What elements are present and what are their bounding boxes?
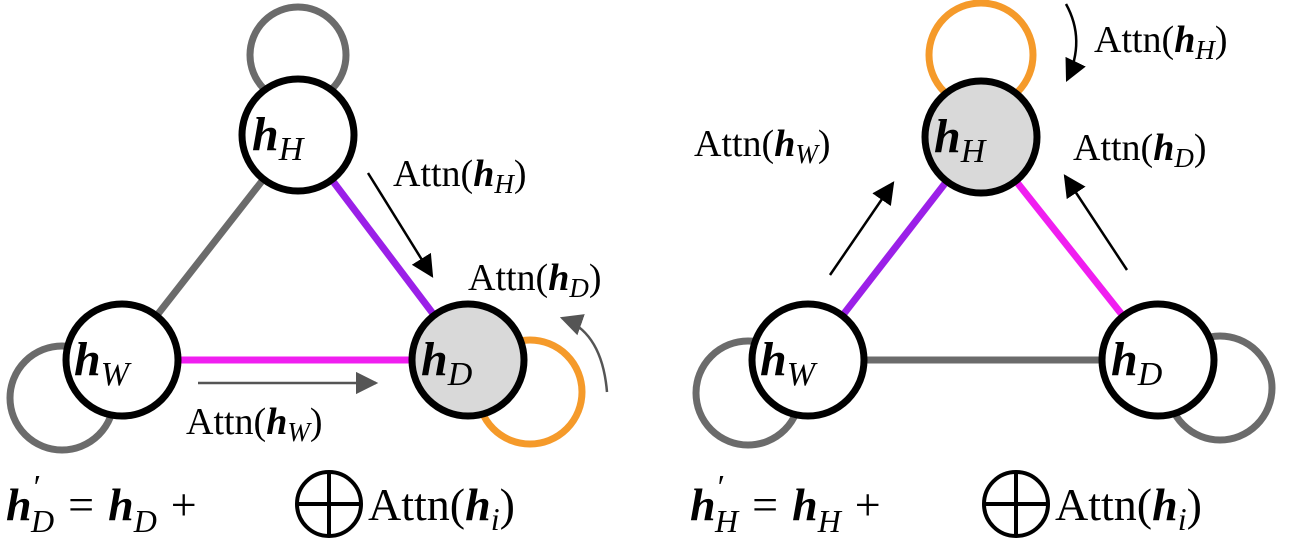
svg-text:hH: hH — [252, 108, 306, 168]
left-label-attn-w: Attn(hW) — [186, 401, 323, 447]
left-label-attn-d: Attn(hD) — [468, 257, 602, 303]
svg-text:hW: hW — [74, 333, 132, 393]
left-node-h: hH — [238, 75, 358, 195]
svg-text:hD: hD — [1111, 333, 1163, 393]
left-oplus-icon — [295, 470, 363, 538]
left-node-w: hW — [62, 300, 182, 420]
left-equation: h′D=hD+ Attn(hi) — [6, 469, 515, 539]
svg-text:Attn(hi): Attn(hi) — [368, 479, 515, 537]
right-arrow-attn-w — [828, 181, 895, 276]
right-node-h-highlighted: hH — [921, 77, 1041, 197]
right-label-attn-d: Attn(hD) — [1073, 127, 1207, 173]
svg-text:h′H=hH+: h′H=hH+ — [690, 469, 881, 539]
svg-text:h′D=hD+: h′D=hD+ — [6, 469, 197, 539]
svg-text:Attn(hi): Attn(hi) — [1055, 479, 1202, 537]
right-node-d: hD — [1098, 300, 1218, 420]
left-diagram: hH hW hD Attn(hH) Attn(hD) Attn(hW) h′D=… — [6, 3, 609, 539]
svg-text:hH: hH — [934, 110, 988, 170]
right-arrow-attn-h — [1064, 3, 1086, 83]
svg-text:hD: hD — [421, 333, 473, 393]
right-equation: h′H=hH+ Attn(hi) — [690, 469, 1202, 539]
right-node-w: hW — [748, 300, 868, 420]
svg-text:hW: hW — [760, 333, 818, 393]
right-label-attn-w: Attn(hW) — [694, 123, 831, 169]
right-diagram: hH hW hD Attn(hH) Attn(hW) Attn(hD) h′H=… — [690, 0, 1276, 539]
left-label-attn-h: Attn(hH) — [393, 153, 527, 199]
right-oplus-icon — [982, 470, 1050, 538]
right-arrow-attn-d — [1063, 174, 1129, 271]
right-label-attn-h: Attn(hH) — [1094, 19, 1228, 65]
left-arrow-attn-h — [366, 172, 434, 278]
left-node-d-highlighted: hD — [408, 300, 528, 420]
left-arrow-attn-d — [559, 314, 609, 393]
